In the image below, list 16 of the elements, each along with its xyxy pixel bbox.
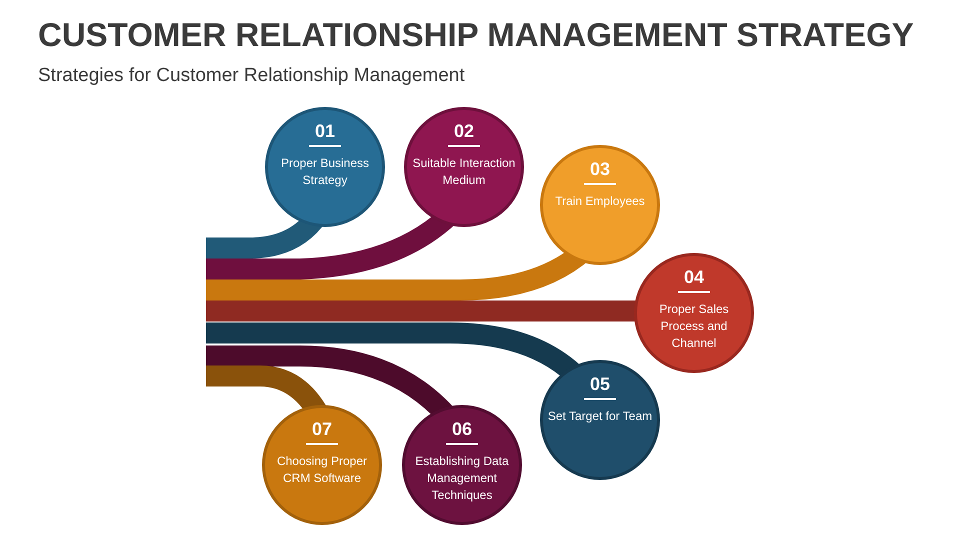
step-number: 01	[308, 120, 342, 146]
step-text: Suitable Interaction Medium	[412, 154, 516, 188]
step-text: Set Target for Team	[548, 408, 652, 424]
step-text: Establishing Data Management Techniques	[414, 452, 510, 504]
step-text: Train Employees	[555, 192, 645, 210]
step-text: Proper Sales Process and Channel	[658, 300, 730, 352]
step-text: Choosing Proper CRM Software	[276, 452, 368, 486]
title: CUSTOMER RELATIONSHIP MANAGEMENT STRATEGY	[38, 15, 914, 55]
step-number: 05	[584, 373, 616, 400]
step-number: 04	[678, 266, 710, 292]
step-number: 07	[306, 418, 338, 444]
step-number: 03	[584, 158, 616, 184]
step-number: 06	[446, 418, 478, 444]
step-text: Proper Business Strategy	[280, 154, 370, 188]
step-number: 02	[448, 120, 480, 146]
subtitle: Strategies for Customer Relationship Management	[38, 64, 465, 88]
